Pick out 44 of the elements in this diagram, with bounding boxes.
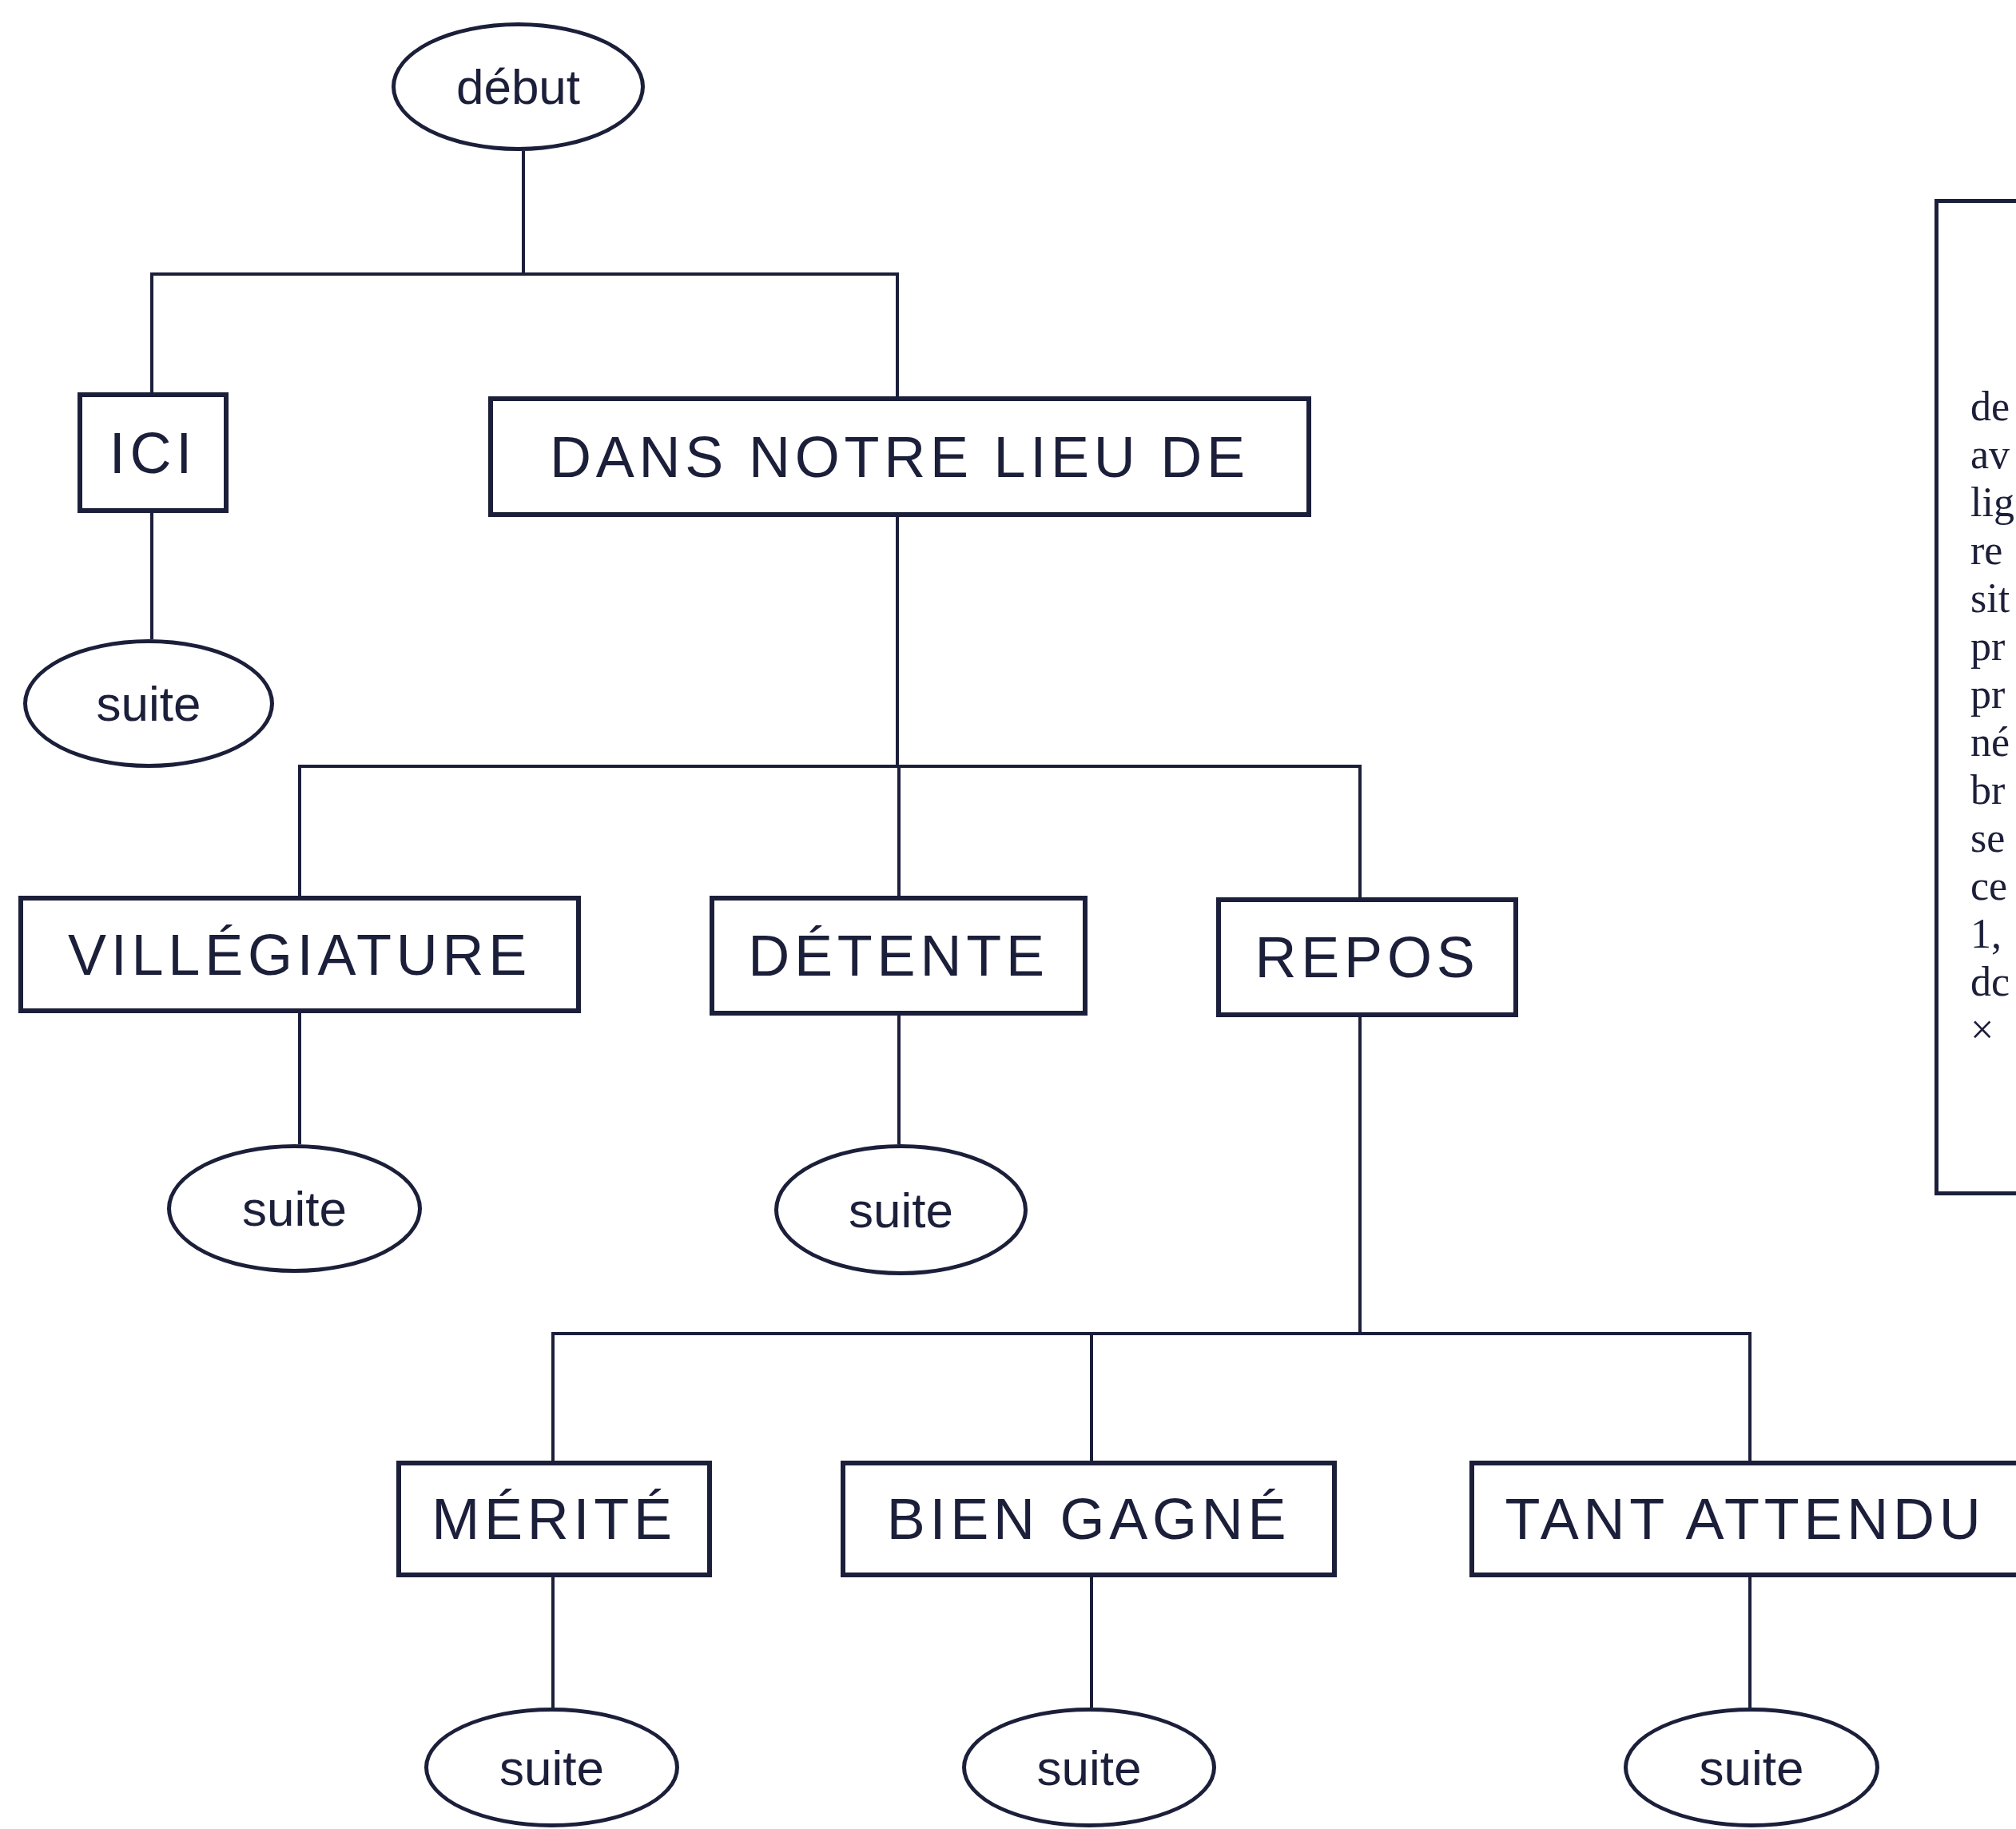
word-box [488,396,1311,517]
word-box [18,896,581,1013]
connector-line [298,1013,301,1144]
connector-line [1748,1577,1752,1708]
text-fragment: dc [1970,958,2010,1006]
terminal-label: suite [242,1180,347,1238]
connector-line [1090,1577,1093,1708]
terminal-label: suite [1699,1739,1804,1797]
text-fragment: se [1970,814,2006,862]
text-fragment: 1, [1970,910,2002,958]
text-panel [1934,199,2016,1195]
word-label: BIEN GAGNÉ [886,1486,1291,1553]
text-fragment: pr [1970,622,2006,670]
text-fragment: ce [1970,862,2008,910]
text-fragment: sit [1970,575,2010,622]
connector-line [150,513,153,639]
text-fragment: × [1970,1006,1994,1054]
word-label: MÉRITÉ [431,1486,677,1553]
text-fragment: re [1970,527,2003,575]
connector-line [551,1577,555,1708]
text-fragment: lig [1970,479,2014,527]
terminal-label: début [455,58,581,116]
text-fragment: av [1970,431,2010,479]
word-box [396,1461,712,1577]
word-label: REPOS [1255,924,1480,991]
text-fragment: de [1970,383,2010,431]
word-box [78,392,229,513]
word-box [710,896,1088,1016]
terminal-label: suite [1036,1739,1142,1797]
connector-line [897,1016,901,1144]
text-fragment: br [1970,766,2006,814]
terminal-label: suite [499,1739,604,1797]
word-label: TANT ATTENDU [1505,1486,1986,1553]
word-label: DANS NOTRE LIEU DE [550,423,1250,491]
word-box [1469,1461,2016,1577]
word-box [841,1461,1337,1577]
word-label: DÉTENTE [748,923,1049,989]
terminal-label: suite [96,675,201,733]
word-box [1216,897,1518,1017]
text-fragment: pr [1970,670,2006,718]
word-label: ICI [109,419,197,487]
terminal-label: suite [849,1181,953,1239]
text-fragment: né [1970,718,2010,766]
word-label: VILLÉGIATURE [68,921,531,988]
